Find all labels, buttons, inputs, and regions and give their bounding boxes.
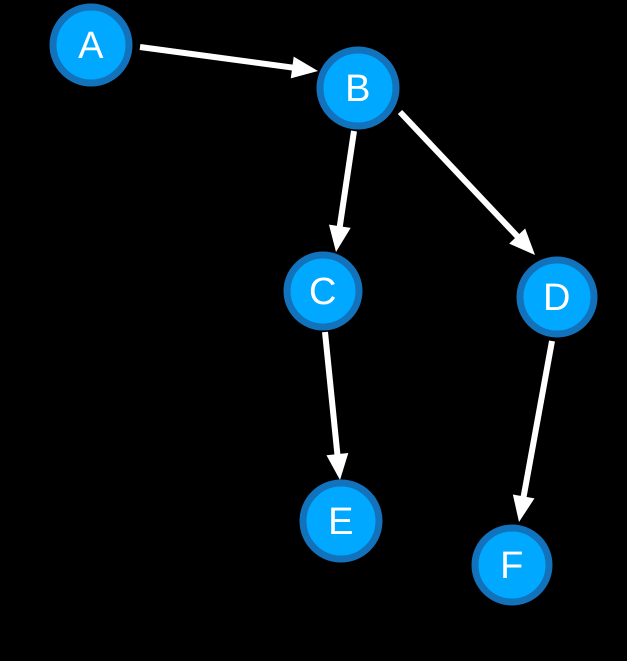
edge-line <box>519 340 555 501</box>
node-label: D <box>543 277 571 319</box>
node-circle[interactable] <box>299 479 383 563</box>
node-label: E <box>328 501 354 543</box>
graph-node-d[interactable]: D <box>516 256 598 338</box>
node-circle[interactable] <box>316 46 400 130</box>
graph-node-e[interactable]: E <box>299 479 383 563</box>
node-label: A <box>78 25 104 67</box>
graph-node-c[interactable]: C <box>283 251 363 331</box>
arrowhead-icon <box>512 494 535 522</box>
graph-node-f[interactable]: F <box>471 524 553 606</box>
node-circle[interactable] <box>471 524 553 606</box>
edge-line <box>397 109 523 242</box>
node-label: B <box>345 68 371 110</box>
edge-c-to-e <box>322 331 349 480</box>
arrowhead-icon <box>509 228 535 255</box>
edge-b-to-d <box>397 109 535 255</box>
graph-node-a[interactable]: A <box>49 3 133 87</box>
node-circle[interactable] <box>49 3 133 87</box>
edge-line <box>322 331 341 459</box>
nodes-layer: A B C D E F <box>49 3 598 606</box>
arrowhead-icon <box>326 453 349 480</box>
edge-b-to-c <box>328 130 357 252</box>
edge-d-to-f <box>512 340 555 522</box>
node-label: F <box>500 545 524 587</box>
edges-layer <box>139 44 555 522</box>
edge-a-to-b <box>139 44 318 79</box>
graph-node-b[interactable]: B <box>316 46 400 130</box>
node-label: C <box>309 271 337 313</box>
edge-line <box>139 44 297 72</box>
arrowhead-icon <box>328 224 351 252</box>
arrowhead-icon <box>290 56 318 79</box>
node-circle[interactable] <box>516 256 598 338</box>
edge-line <box>336 130 357 231</box>
node-circle[interactable] <box>283 251 363 331</box>
